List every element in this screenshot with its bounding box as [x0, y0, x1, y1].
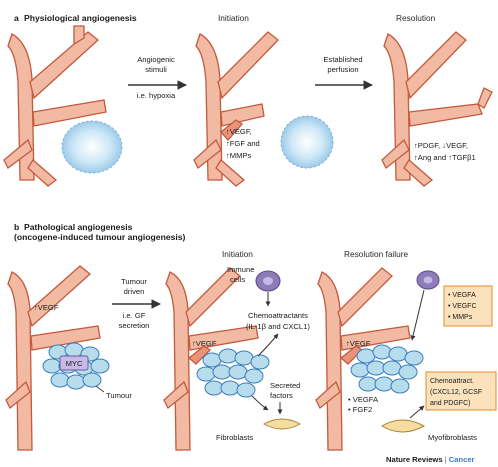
factor-mmps: ↑MMPs	[226, 151, 252, 160]
tumour-cluster-b3	[351, 345, 423, 393]
chemoattractants-line1: Chemoattractants	[248, 311, 308, 320]
vegf-label-b2: ↑VEGF	[192, 339, 217, 348]
immune-cells-line2: cells	[230, 275, 245, 284]
hypoxic-region-a2	[281, 116, 333, 168]
arrow-a1-line3: i.e. hypoxia	[137, 91, 176, 100]
vegfa-line-b3: • VEGFA	[348, 395, 379, 404]
panel-b-letter: b	[14, 222, 19, 232]
resolution-factors-line1: ↑PDGF, ↓VEGF,	[414, 141, 468, 150]
arrow-a1-line2: stimuli	[145, 65, 167, 74]
panel-a-title: Physiological angiogenesis	[24, 13, 137, 23]
fibroblast-cell	[264, 419, 300, 429]
arrow-tumour-to-secreted	[252, 396, 268, 410]
immune-cells-line1: Immune	[227, 265, 254, 274]
hypoxic-region-a1	[62, 121, 122, 173]
panel-b-title-line1: Pathological angiogenesis	[24, 222, 133, 232]
box-bottom-line1: Chemoattract.	[430, 378, 474, 385]
immune-cell-nucleus-b2	[263, 277, 273, 285]
arrow-b1-line1: Tumour	[121, 277, 147, 286]
blood-vessel-a3	[382, 32, 492, 186]
arrow-b1-line3: i.e. GF	[123, 311, 146, 320]
panel-b-stage-resolution-failure: Resolution failure	[344, 249, 408, 259]
arrow-a2-line1: Established	[323, 55, 362, 64]
secreted-factors-line2: factors	[270, 391, 293, 400]
box-top-mmps: • MMPs	[448, 314, 473, 321]
myofibroblasts-label: Myofibroblasts	[428, 433, 477, 442]
panel-b-title-line2: (oncogene-induced tumour angiogenesis)	[14, 232, 186, 242]
myofibroblast-cell	[382, 420, 424, 432]
arrow-myofibroblast	[410, 406, 424, 418]
arrow-a1-line1: Angiogenic	[137, 55, 175, 64]
fgf2-line-b3: • FGF2	[348, 405, 372, 414]
panel-b-stage-initiation: Initiation	[222, 249, 253, 259]
arrow-b1-line2: driven	[124, 287, 145, 296]
box-bottom-line2: (CXCL12, GCSF	[430, 389, 482, 396]
factor-fgf: ↑FGF and	[226, 139, 260, 148]
panel-b: b Pathological angiogenesis (oncogene-in…	[6, 222, 496, 450]
blood-vessel-a2	[194, 32, 278, 186]
factor-vegf: ↑VEGF,	[226, 127, 252, 136]
box-bottom-line3: and PDGFC)	[430, 400, 470, 407]
arrow-immune-b3	[412, 290, 424, 340]
panel-a: a Physiological angiogenesis Initiation …	[4, 13, 492, 186]
panel-a-letter: a	[14, 13, 19, 23]
vegf-label-b1: ↑VEGF	[34, 303, 59, 312]
panel-a-stage-initiation: Initiation	[218, 13, 249, 23]
box-top-vegfa: • VEGFA	[448, 292, 476, 299]
arrow-tumour-to-chemo	[258, 334, 278, 356]
arrow-a2-line2: perfusion	[327, 65, 358, 74]
immune-cell-nucleus-b3	[424, 277, 433, 284]
secreted-factors-line1: Secreted	[270, 381, 300, 390]
vegf-label-b3: ↑VEGF	[346, 339, 371, 348]
tumour-label: Tumour	[106, 391, 132, 400]
chemoattractants-line2: (IL-1β and CXCL1)	[246, 322, 310, 331]
panel-a-stage-resolution: Resolution	[396, 13, 436, 23]
myc-label: MYC	[66, 359, 83, 368]
tumour-pointer	[96, 386, 104, 392]
resolution-factors-line2: ↑Ang and ↑TGFβ1	[414, 153, 476, 162]
journal-footer: Nature Reviews | Cancer	[386, 455, 475, 464]
fibroblasts-label: Fibroblasts	[216, 433, 253, 442]
arrow-b1-line4: secretion	[119, 321, 150, 330]
box-top-vegfc: • VEGFC	[448, 303, 477, 310]
